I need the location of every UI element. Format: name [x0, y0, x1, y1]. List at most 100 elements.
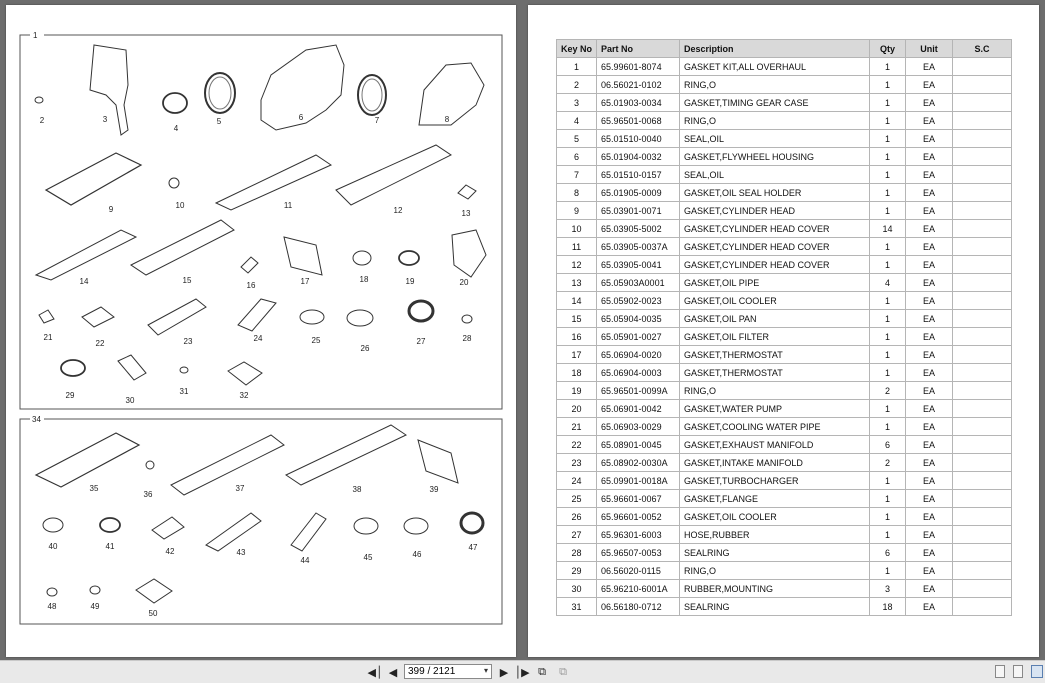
cell-part-no: 65.05901-0027 [596, 327, 681, 346]
cell-qty: 1 [869, 93, 907, 112]
cell-sc [952, 111, 1013, 130]
cell-sc [952, 561, 1013, 580]
callout-20: 20 [460, 278, 469, 287]
callout-6: 6 [299, 113, 304, 122]
continuous-view-icon[interactable] [1013, 665, 1023, 678]
cell-key-no: 16 [555, 327, 598, 346]
callout-45: 45 [364, 553, 373, 562]
callout-29: 29 [66, 391, 75, 400]
cell-sc [952, 363, 1013, 382]
callout-30: 30 [126, 396, 135, 405]
cell-qty: 1 [869, 111, 907, 130]
cell-part-no: 65.05902-0023 [596, 291, 681, 310]
group-frame-top [19, 34, 503, 410]
part-31-sealring [179, 366, 189, 374]
cell-part-no: 65.01510-0157 [596, 165, 681, 184]
cell-qty: 1 [869, 489, 907, 508]
part-19-oring [398, 250, 420, 266]
cell-key-no: 25 [555, 489, 598, 508]
chevron-down-icon: ▾ [483, 666, 488, 675]
cell-qty: 14 [869, 219, 907, 238]
callout-26: 26 [361, 344, 370, 353]
callout-24: 24 [254, 334, 263, 343]
header-description: Description [679, 39, 871, 58]
callout-17: 17 [301, 277, 310, 286]
callout-21: 21 [44, 333, 53, 342]
callout-32: 32 [240, 391, 249, 400]
first-page-icon[interactable]: ◀│ [367, 665, 383, 679]
cell-description: GASKET KIT,ALL OVERHAUL [679, 57, 871, 76]
copy-icon[interactable]: ⧉ [538, 665, 546, 678]
paste-icon[interactable]: ⧉ [559, 665, 567, 678]
group-frame-bottom [19, 418, 503, 625]
part-39-gasket [417, 439, 459, 484]
part-44-turbo-gasket [290, 512, 327, 552]
cell-sc [952, 543, 1013, 562]
part-18-thermostat-gasket [352, 250, 372, 266]
cell-qty: 6 [869, 543, 907, 562]
cell-unit: EA [905, 579, 954, 598]
cell-unit: EA [905, 399, 954, 418]
cell-key-no: 27 [555, 525, 598, 544]
part-5-oil-seal [204, 72, 236, 114]
callout-9: 9 [109, 205, 114, 214]
next-page-icon[interactable]: ▶ [499, 665, 509, 679]
part-26-oil-cooler-gasket [346, 309, 374, 327]
callout-31: 31 [180, 387, 189, 396]
cell-unit: EA [905, 291, 954, 310]
cell-key-no: 11 [555, 237, 598, 256]
two-page-view-icon[interactable] [1031, 665, 1043, 678]
cell-description: GASKET,OIL COOLER [679, 507, 871, 526]
previous-page-icon[interactable]: ◀ [388, 665, 398, 679]
cell-key-no: 20 [555, 399, 598, 418]
part-42-exhaust-gasket [151, 516, 185, 540]
cell-qty: 1 [869, 291, 907, 310]
part-2-oring [34, 96, 44, 104]
cell-sc [952, 93, 1013, 112]
part-3-timing-gasket [89, 44, 129, 136]
callout-16: 16 [247, 281, 256, 290]
callout-43: 43 [237, 548, 246, 557]
callout-37: 37 [236, 484, 245, 493]
part-45-flange-gasket [353, 517, 379, 535]
cell-part-no: 65.05903A0001 [596, 273, 681, 292]
cell-unit: EA [905, 147, 954, 166]
cell-description: GASKET,EXHAUST MANIFOLD [679, 435, 871, 454]
cell-unit: EA [905, 183, 954, 202]
part-10-cover-gasket [168, 177, 180, 189]
cell-key-no: 31 [555, 597, 598, 616]
cell-qty: 1 [869, 507, 907, 526]
single-page-view-icon[interactable] [995, 665, 1005, 678]
cell-unit: EA [905, 129, 954, 148]
cell-description: GASKET,TIMING GEAR CASE [679, 93, 871, 112]
cell-sc [952, 147, 1013, 166]
cell-qty: 1 [869, 57, 907, 76]
cell-part-no: 65.96501-0099A [596, 381, 681, 400]
cell-unit: EA [905, 525, 954, 544]
callout-44: 44 [301, 556, 310, 565]
cell-part-no: 65.06904-0003 [596, 363, 681, 382]
callout-39: 39 [430, 485, 439, 494]
cell-qty: 6 [869, 435, 907, 454]
cell-sc [952, 57, 1013, 76]
header-part-no: Part No [596, 39, 681, 58]
cell-description: RING,O [679, 381, 871, 400]
part-14-oil-cooler-gasket [34, 229, 138, 281]
last-page-icon[interactable]: │▶ [514, 665, 530, 679]
cell-unit: EA [905, 75, 954, 94]
cell-part-no: 65.96501-0068 [596, 111, 681, 130]
page-number-select[interactable]: 399 / 2121 ▾ [404, 664, 492, 679]
part-36-cover-gasket [145, 460, 155, 470]
cell-part-no: 65.96601-0067 [596, 489, 681, 508]
